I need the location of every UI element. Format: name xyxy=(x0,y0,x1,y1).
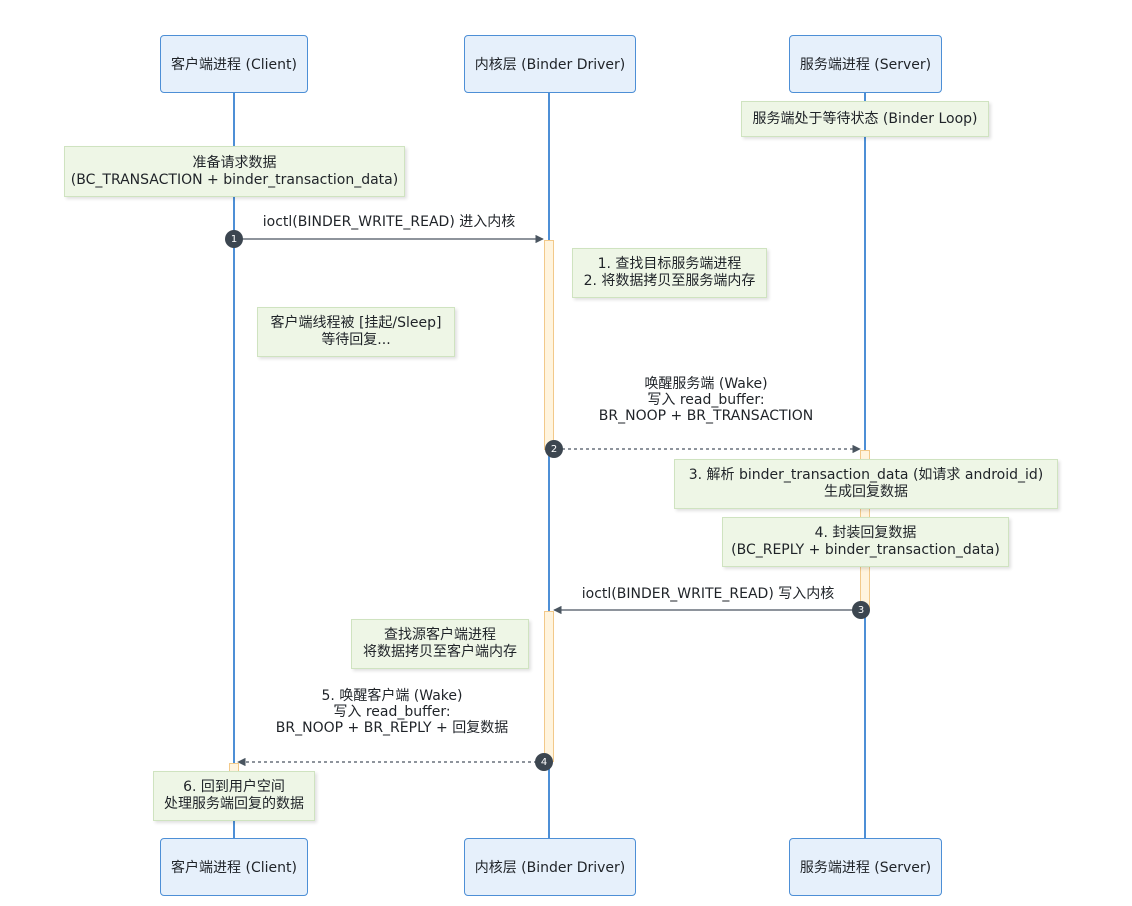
participant-server-bottom: 服务端进程 (Server) xyxy=(789,838,942,896)
note-client-suspended: 客户端线程被 [挂起/Sleep] 等待回复... xyxy=(257,307,455,357)
note-parse-line1: 3. 解析 binder_transaction_data (如请求 andro… xyxy=(688,467,1044,483)
step-badge-3: 3 xyxy=(852,601,870,619)
step-badge-2: 2 xyxy=(545,440,563,458)
step-badge-4: 4 xyxy=(535,753,553,771)
note-prepare-line1: 准备请求数据 xyxy=(192,154,277,171)
message-4-line2: 写入 read_buffer: xyxy=(333,704,451,720)
message-2-line2: 写入 read_buffer: xyxy=(647,392,765,408)
message-1-label: ioctl(BINDER_WRITE_READ) 进入内核 xyxy=(263,214,516,230)
note-kernel-step1: 1. 查找目标服务端进程 xyxy=(597,256,742,272)
note-prepare-request: 准备请求数据 (BC_TRANSACTION + binder_transact… xyxy=(64,146,405,197)
note-server-waiting-text: 服务端处于等待状态 (Binder Loop) xyxy=(752,110,978,127)
note-return-line2: 处理服务端回复的数据 xyxy=(164,796,304,812)
note-prepare-line2: (BC_TRANSACTION + binder_transaction_dat… xyxy=(70,171,399,188)
message-2-label: 唤醒服务端 (Wake) 写入 read_buffer: BR_NOOP + B… xyxy=(599,376,813,424)
kernel-activation-1 xyxy=(544,240,554,450)
note-pack-line1: 4. 封装回复数据 xyxy=(814,525,917,541)
note-parse-line2: 生成回复数据 xyxy=(824,484,908,500)
note-find-line2: 将数据拷贝至客户端内存 xyxy=(363,644,517,660)
message-3-text: ioctl(BINDER_WRITE_READ) 写入内核 xyxy=(581,586,835,602)
note-pack-line2: (BC_REPLY + binder_transaction_data) xyxy=(731,542,1000,558)
message-4-line1: 5. 唤醒客户端 (Wake) xyxy=(321,688,463,704)
message-2-line1: 唤醒服务端 (Wake) xyxy=(644,376,768,392)
note-client-suspend-line2: 等待回复... xyxy=(321,332,391,348)
note-kernel-step2: 2. 将数据拷贝至服务端内存 xyxy=(583,273,756,289)
message-1-text: ioctl(BINDER_WRITE_READ) 进入内核 xyxy=(262,214,516,230)
note-return-line1: 6. 回到用户空间 xyxy=(183,779,285,795)
kernel-activation-2 xyxy=(544,611,554,762)
note-return-userspace: 6. 回到用户空间 处理服务端回复的数据 xyxy=(153,771,315,821)
note-parse-transaction: 3. 解析 binder_transaction_data (如请求 andro… xyxy=(674,459,1058,509)
note-server-waiting: 服务端处于等待状态 (Binder Loop) xyxy=(741,101,989,137)
message-4-label: 5. 唤醒客户端 (Wake) 写入 read_buffer: BR_NOOP … xyxy=(276,688,508,736)
message-2-line3: BR_NOOP + BR_TRANSACTION xyxy=(598,408,814,424)
step-badge-1: 1 xyxy=(225,230,243,248)
participant-client-bottom: 客户端进程 (Client) xyxy=(160,838,308,896)
message-3-label: ioctl(BINDER_WRITE_READ) 写入内核 xyxy=(582,586,835,602)
note-pack-reply: 4. 封装回复数据 (BC_REPLY + binder_transaction… xyxy=(722,517,1009,567)
note-client-suspend-line1: 客户端线程被 [挂起/Sleep] xyxy=(270,315,442,331)
participant-client-top: 客户端进程 (Client) xyxy=(160,35,308,93)
participant-kernel-top: 内核层 (Binder Driver) xyxy=(464,35,636,93)
participant-server-top: 服务端进程 (Server) xyxy=(789,35,942,93)
message-4-line3: BR_NOOP + BR_REPLY + 回复数据 xyxy=(275,720,509,736)
note-kernel-find-server: 1. 查找目标服务端进程 2. 将数据拷贝至服务端内存 xyxy=(572,248,767,298)
note-find-line1: 查找源客户端进程 xyxy=(384,627,496,643)
note-find-client: 查找源客户端进程 将数据拷贝至客户端内存 xyxy=(351,619,529,669)
participant-kernel-bottom: 内核层 (Binder Driver) xyxy=(464,838,636,896)
